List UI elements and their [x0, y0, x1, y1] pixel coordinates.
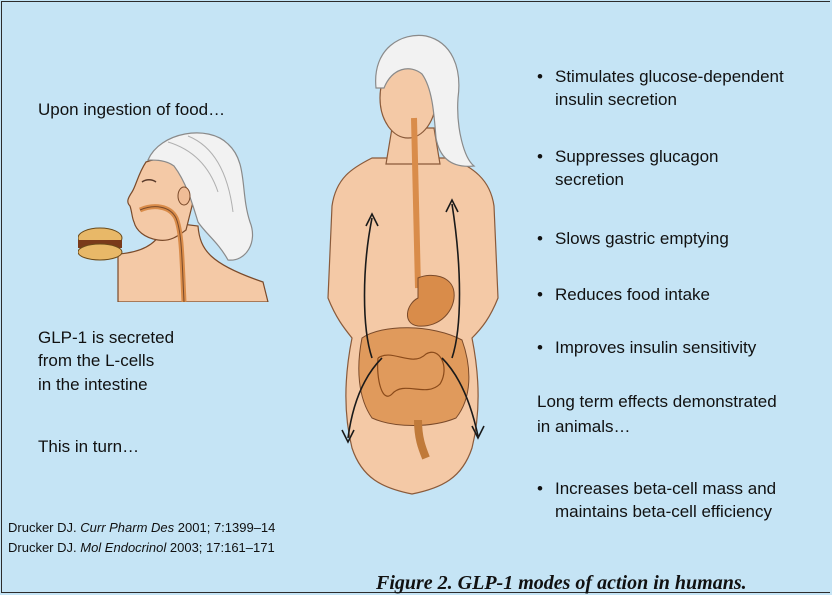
effect-2-line-2: secretion	[555, 169, 624, 191]
reference-2: Drucker DJ. Mol Endocrinol 2003; 17:161–…	[8, 540, 275, 556]
head-eating-illustration	[78, 122, 278, 302]
bullet-dot: •	[537, 228, 543, 250]
figure-caption: Figure 2. GLP-1 modes of action in human…	[376, 572, 747, 595]
secretion-line-3: in the intestine	[38, 374, 148, 396]
body-illustration	[322, 28, 502, 498]
effect-4-line-1: Reduces food intake	[555, 284, 710, 306]
turn-text: This in turn…	[38, 436, 139, 458]
bullet-dot: •	[537, 478, 543, 500]
torso	[328, 158, 498, 494]
reference-1: Drucker DJ. Curr Pharm Des 2001; 7:1399–…	[8, 520, 275, 536]
bullet-dot: •	[537, 284, 543, 306]
secretion-line-1: GLP-1 is secreted	[38, 327, 174, 349]
long-term-line-1: Long term effects demonstrated	[537, 391, 777, 413]
long-term-line-2: in animals…	[537, 416, 631, 438]
long-term-1-line-1: Increases beta-cell mass and	[555, 478, 776, 500]
bullet-dot: •	[537, 337, 543, 359]
reference-2-details: 2003; 17:161–171	[170, 540, 275, 555]
bullet-dot: •	[537, 146, 543, 168]
long-term-1-line-2: maintains beta-cell efficiency	[555, 501, 772, 523]
ingestion-text: Upon ingestion of food…	[38, 99, 225, 121]
effect-3-line-1: Slows gastric emptying	[555, 228, 729, 250]
effect-2-line-1: Suppresses glucagon	[555, 146, 719, 168]
reference-1-author: Drucker DJ.	[8, 520, 77, 535]
effect-1-line-1: Stimulates glucose-dependent	[555, 66, 784, 88]
burger-icon	[78, 228, 122, 260]
reference-1-details: 2001; 7:1399–14	[178, 520, 276, 535]
esophagus	[414, 118, 418, 288]
effect-1-line-2: insulin secretion	[555, 89, 677, 111]
reference-2-journal: Mol Endocrinol	[80, 540, 166, 555]
bullet-dot: •	[537, 66, 543, 88]
reference-2-author: Drucker DJ.	[8, 540, 77, 555]
secretion-line-2: from the L-cells	[38, 350, 154, 372]
effect-5-line-1: Improves insulin sensitivity	[555, 337, 756, 359]
reference-1-journal: Curr Pharm Des	[80, 520, 174, 535]
intestines	[359, 328, 469, 426]
